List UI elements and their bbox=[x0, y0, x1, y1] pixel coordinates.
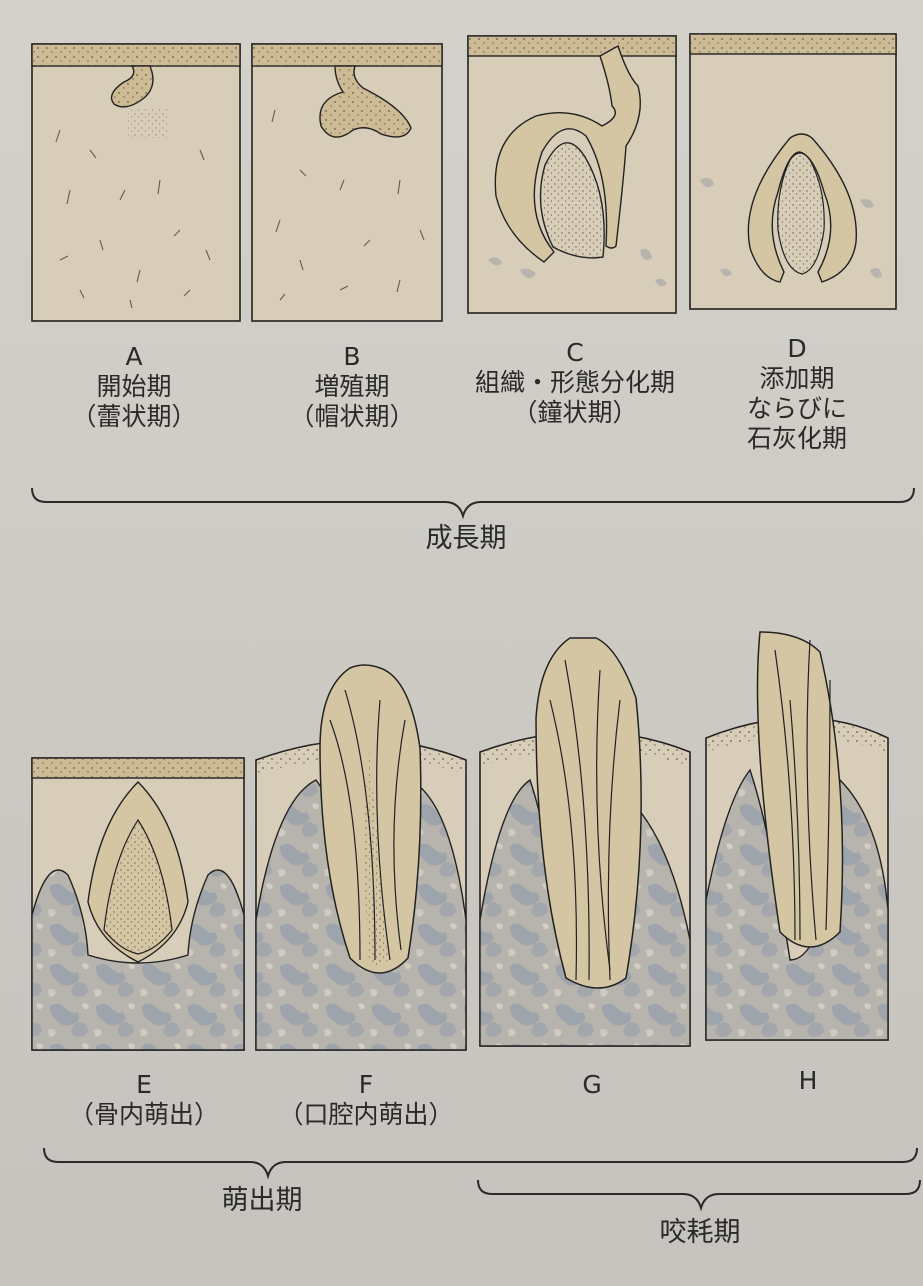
panel-h-letter: H bbox=[799, 1066, 818, 1096]
attrition-brace bbox=[478, 1180, 920, 1208]
panel-g-illustration bbox=[480, 638, 690, 1046]
panel-d-illustration bbox=[690, 34, 896, 309]
panel-d-line-3: 石灰化期 bbox=[747, 424, 847, 454]
panel-d-line-1: 添加期 bbox=[747, 364, 847, 394]
panel-b-line-1: 増殖期 bbox=[289, 372, 414, 402]
panel-f-label: F （口腔内萌出） bbox=[278, 1070, 453, 1130]
panel-d-letter: D bbox=[747, 334, 847, 364]
panel-h-label: H bbox=[799, 1066, 818, 1096]
panel-f-letter: F bbox=[278, 1070, 453, 1100]
growth-brace bbox=[32, 488, 914, 516]
panel-f-illustration bbox=[256, 665, 466, 1050]
panel-b-letter: B bbox=[289, 342, 414, 372]
panel-c-line-2: （鐘状期） bbox=[475, 398, 675, 428]
panel-e-letter: E bbox=[69, 1070, 219, 1100]
panel-a-illustration bbox=[32, 44, 240, 321]
growth-phase-label: 成長期 bbox=[426, 524, 507, 554]
panel-g-letter: G bbox=[582, 1070, 601, 1100]
panel-a-line-1: 開始期 bbox=[71, 372, 196, 402]
panel-c-illustration bbox=[468, 36, 676, 313]
panel-d-line-2: ならびに bbox=[747, 394, 847, 424]
panel-c-label: C 組織・形態分化期 （鐘状期） bbox=[475, 338, 675, 428]
panel-h-illustration bbox=[706, 632, 888, 1040]
panel-a-line-2: （蕾状期） bbox=[71, 402, 196, 432]
panel-e-label: E （骨内萌出） bbox=[69, 1070, 219, 1130]
panel-g-label: G bbox=[582, 1070, 601, 1100]
panel-e-illustration bbox=[32, 758, 244, 1050]
panel-b-illustration bbox=[252, 44, 442, 321]
panel-c-letter: C bbox=[475, 338, 675, 368]
panel-f-line-1: （口腔内萌出） bbox=[278, 1100, 453, 1130]
panel-b-label: B 増殖期 （帽状期） bbox=[289, 342, 414, 432]
attrition-phase-label: 咬耗期 bbox=[660, 1218, 741, 1248]
panel-e-line-1: （骨内萌出） bbox=[69, 1100, 219, 1130]
panel-a-label: A 開始期 （蕾状期） bbox=[71, 342, 196, 432]
panel-d-label: D 添加期 ならびに 石灰化期 bbox=[747, 334, 847, 454]
eruption-brace bbox=[44, 1148, 917, 1176]
panel-b-line-2: （帽状期） bbox=[289, 402, 414, 432]
panel-a-letter: A bbox=[71, 342, 196, 372]
eruption-phase-label: 萌出期 bbox=[222, 1186, 303, 1216]
panel-c-line-1: 組織・形態分化期 bbox=[475, 368, 675, 398]
